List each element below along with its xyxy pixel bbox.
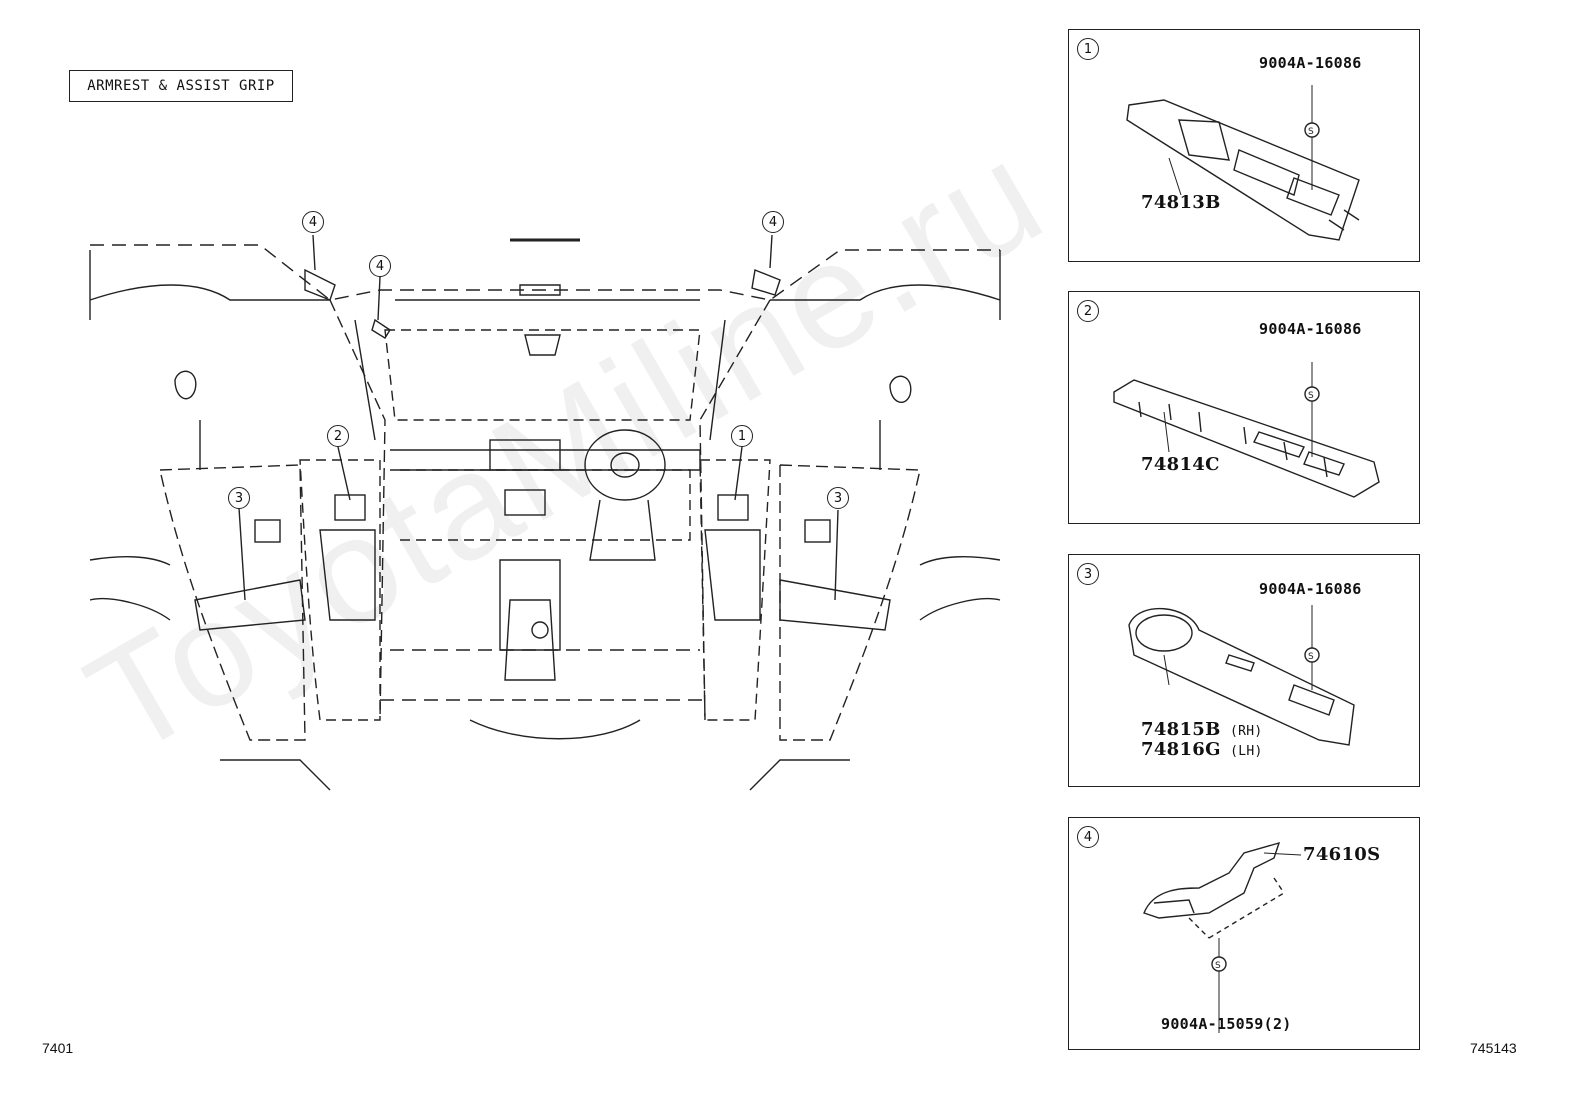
part-number-lh: 74816G (1141, 739, 1221, 760)
panel-1-index: 1 (1077, 38, 1099, 60)
diagram-code-right: 745143 (1470, 1040, 1517, 1056)
detail-panel-1: S 1 9004A-16086 74813B (1068, 29, 1420, 262)
callout-armrest-front-right: 1 (731, 425, 753, 447)
panel-3-screw-part-number: 9004A-16086 (1259, 580, 1362, 598)
lh-suffix: (LH) (1230, 744, 1263, 759)
svg-text:S: S (1215, 961, 1221, 971)
svg-text:S: S (1308, 391, 1314, 401)
panel-4-screw-part-number: 9004A-15059(2) (1161, 1015, 1292, 1033)
panel-2-part-number: 74814C (1141, 454, 1220, 475)
svg-text:S: S (1308, 652, 1314, 662)
panel-3-index: 3 (1077, 563, 1099, 585)
diagram-code-left: 7401 (42, 1040, 74, 1056)
panel-1-part-number: 74813B (1141, 192, 1221, 213)
armrest-front-left-drawing: S (1113, 362, 1380, 498)
callout-grip-right: 4 (762, 211, 784, 233)
assist-grip-drawing: S (1143, 841, 1302, 1033)
part-number-rh: 74815B (1141, 719, 1221, 740)
panel-2-index: 2 (1077, 300, 1099, 322)
armrest-rear-drawing: S (1128, 605, 1355, 746)
detail-panel-4: S 4 74610S 9004A-15059(2) (1068, 817, 1420, 1050)
diagram-title: ARMREST & ASSIST GRIP (69, 70, 293, 102)
callout-grip-left: 4 (302, 211, 324, 233)
panel-2-screw-part-number: 9004A-16086 (1259, 320, 1362, 338)
detail-panel-2: S 2 9004A-16086 74814C (1068, 291, 1420, 524)
svg-text:S: S (1308, 127, 1314, 137)
callout-grip-center: 4 (369, 255, 391, 277)
vehicle-interior-drawing (89, 234, 1001, 791)
callout-armrest-front-left: 2 (327, 425, 349, 447)
panel-1-screw-part-number: 9004A-16086 (1259, 54, 1362, 72)
panel-3-part-number-rh: 74815B (RH) (1141, 719, 1263, 740)
panel-4-index: 4 (1077, 826, 1099, 848)
detail-panel-3: S 3 9004A-16086 74815B (RH) 74816G (LH) (1068, 554, 1420, 787)
callout-armrest-rear-right: 3 (827, 487, 849, 509)
armrest-front-right-drawing: S (1126, 85, 1360, 241)
callout-armrest-rear-left: 3 (228, 487, 250, 509)
rh-suffix: (RH) (1229, 724, 1263, 739)
panel-4-part-number: 74610S (1303, 844, 1381, 865)
panel-3-part-number-lh: 74816G (LH) (1141, 739, 1263, 760)
